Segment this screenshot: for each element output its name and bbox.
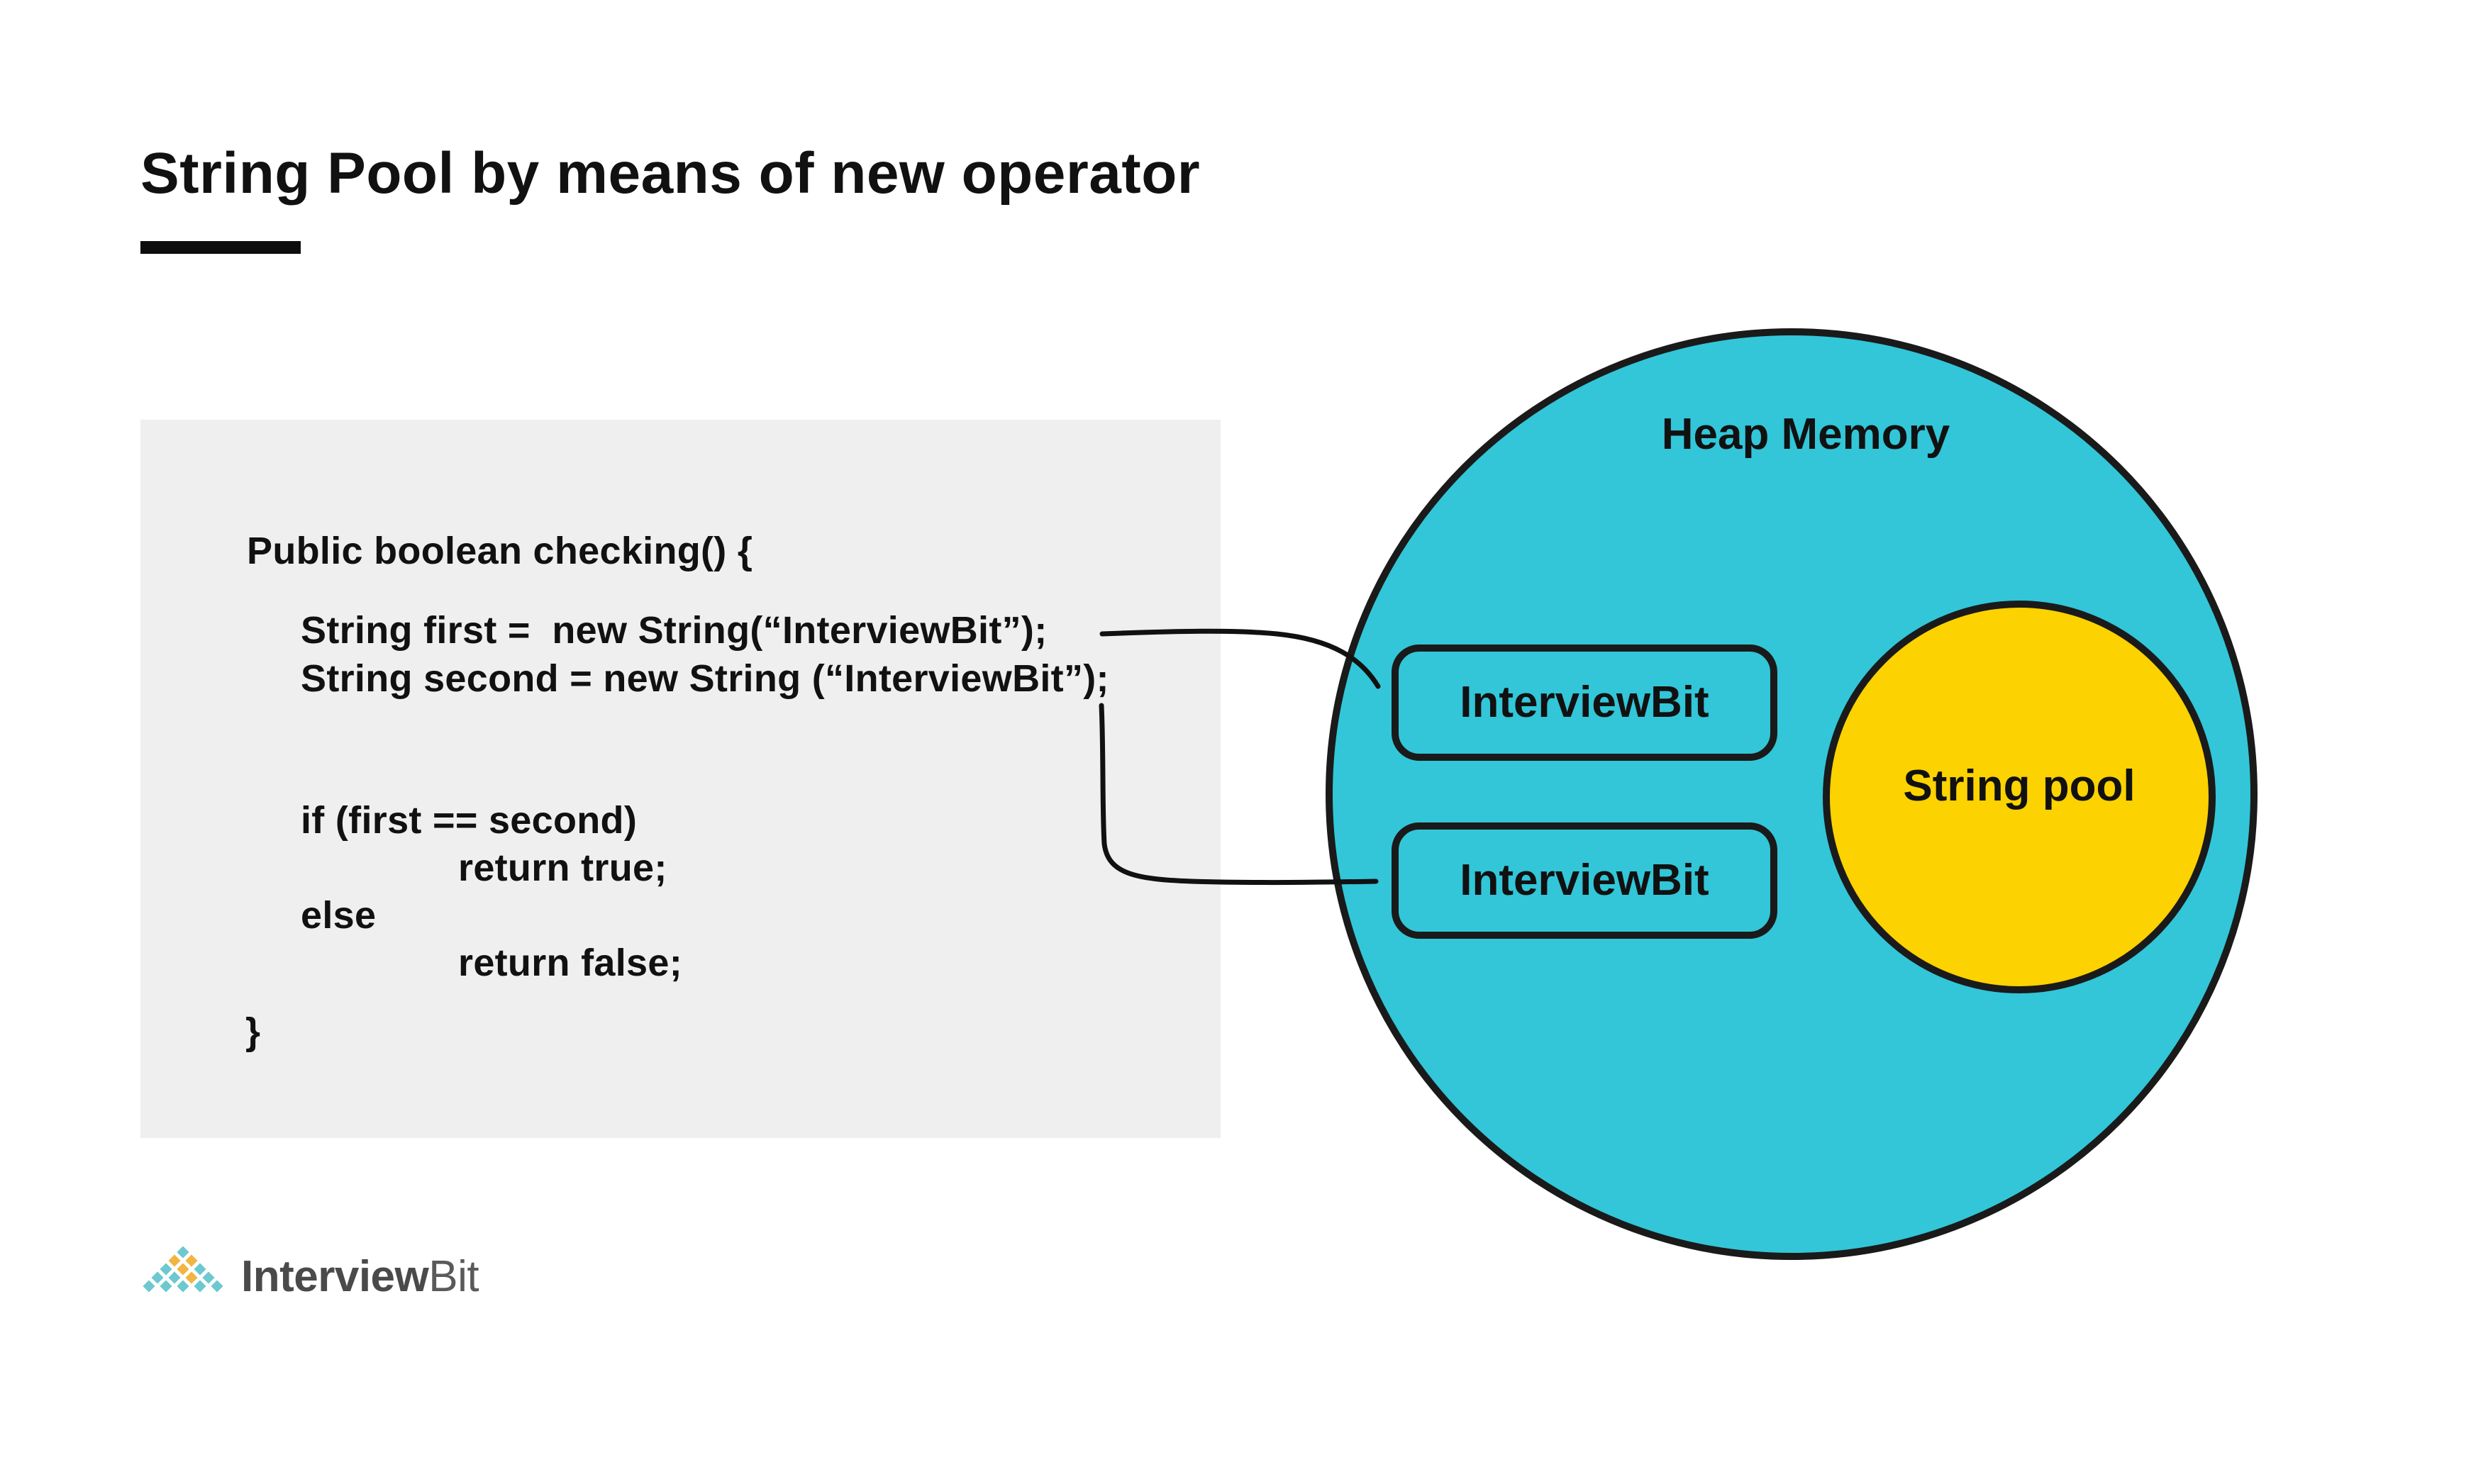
title-underline (140, 241, 301, 254)
code-line-return-true: return true; (458, 847, 667, 889)
logo-wordmark-light: Bit (428, 1251, 479, 1301)
interviewbit-logo: InterviewBit (133, 1242, 479, 1310)
code-line-return-false: return false; (458, 942, 682, 984)
code-line-else: else (301, 894, 377, 937)
string-object-label-2: InterviewBit (1460, 856, 1709, 905)
code-line-method-signature: Public boolean checking() { (247, 530, 753, 572)
code-line-if-statement: if (first == second) (301, 799, 638, 842)
string-pool-label: String pool (1903, 761, 2136, 810)
logo-diamond-icon (140, 1244, 226, 1295)
code-panel (140, 420, 1221, 1138)
heap-memory-label: Heap Memory (1661, 410, 1950, 459)
code-line-closing-brace: } (245, 1010, 261, 1053)
code-line-first-declaration: String first = new String(“InterviewBit”… (301, 609, 1048, 652)
logo-wordmark-bold: Interview (241, 1251, 429, 1301)
string-object-label-1: InterviewBit (1460, 678, 1709, 727)
logo-wordmark: InterviewBit (241, 1251, 479, 1302)
code-line-second-declaration: String second = new String (“InterviewBi… (301, 657, 1109, 700)
page-title: String Pool by means of new operator (140, 141, 1201, 206)
